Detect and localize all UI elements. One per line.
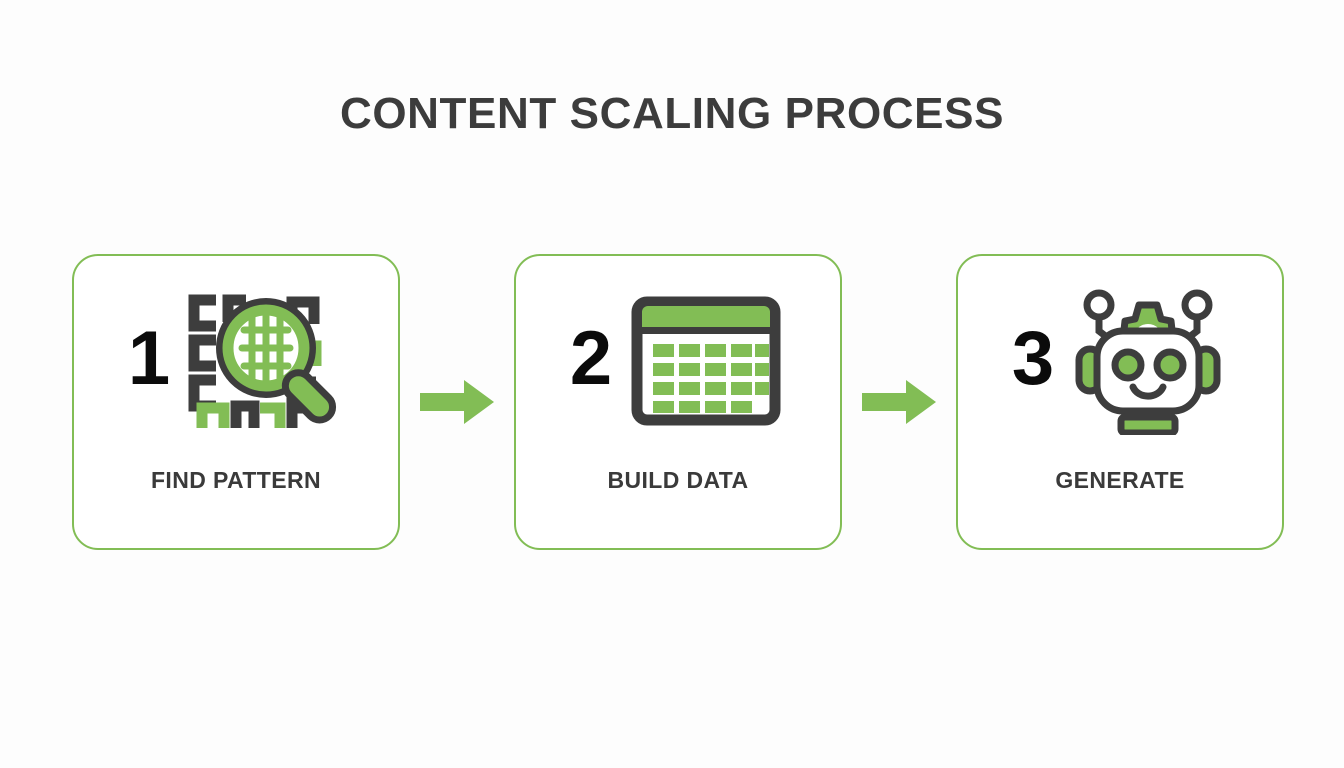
step-label-1: FIND PATTERN [150,467,322,493]
step-card-1[interactable]: 1 [72,254,400,550]
step-label-2: BUILD DATA [607,467,749,493]
arrow-right-icon-2 [857,374,941,430]
step-number-3: 3 [1011,316,1055,401]
step-number-1: 1 [127,316,171,401]
step-card-3[interactable]: 3 [956,254,1284,550]
robot-icon [1068,286,1228,436]
data-table-icon [626,286,786,436]
page-title: CONTENT SCALING PROCESS [339,89,1005,138]
magnifier-pattern-icon [184,286,344,436]
step-card-2[interactable]: 2 [514,254,842,550]
step-label-3: GENERATE [1055,467,1185,493]
arrow-right-icon-1 [415,374,499,430]
step-card-2-top: 2 [516,256,840,466]
step-card-1-top: 1 [74,256,398,466]
step-number-2: 2 [569,316,613,401]
step-card-3-top: 3 [958,256,1282,466]
process-flow: 1 [72,253,1284,551]
